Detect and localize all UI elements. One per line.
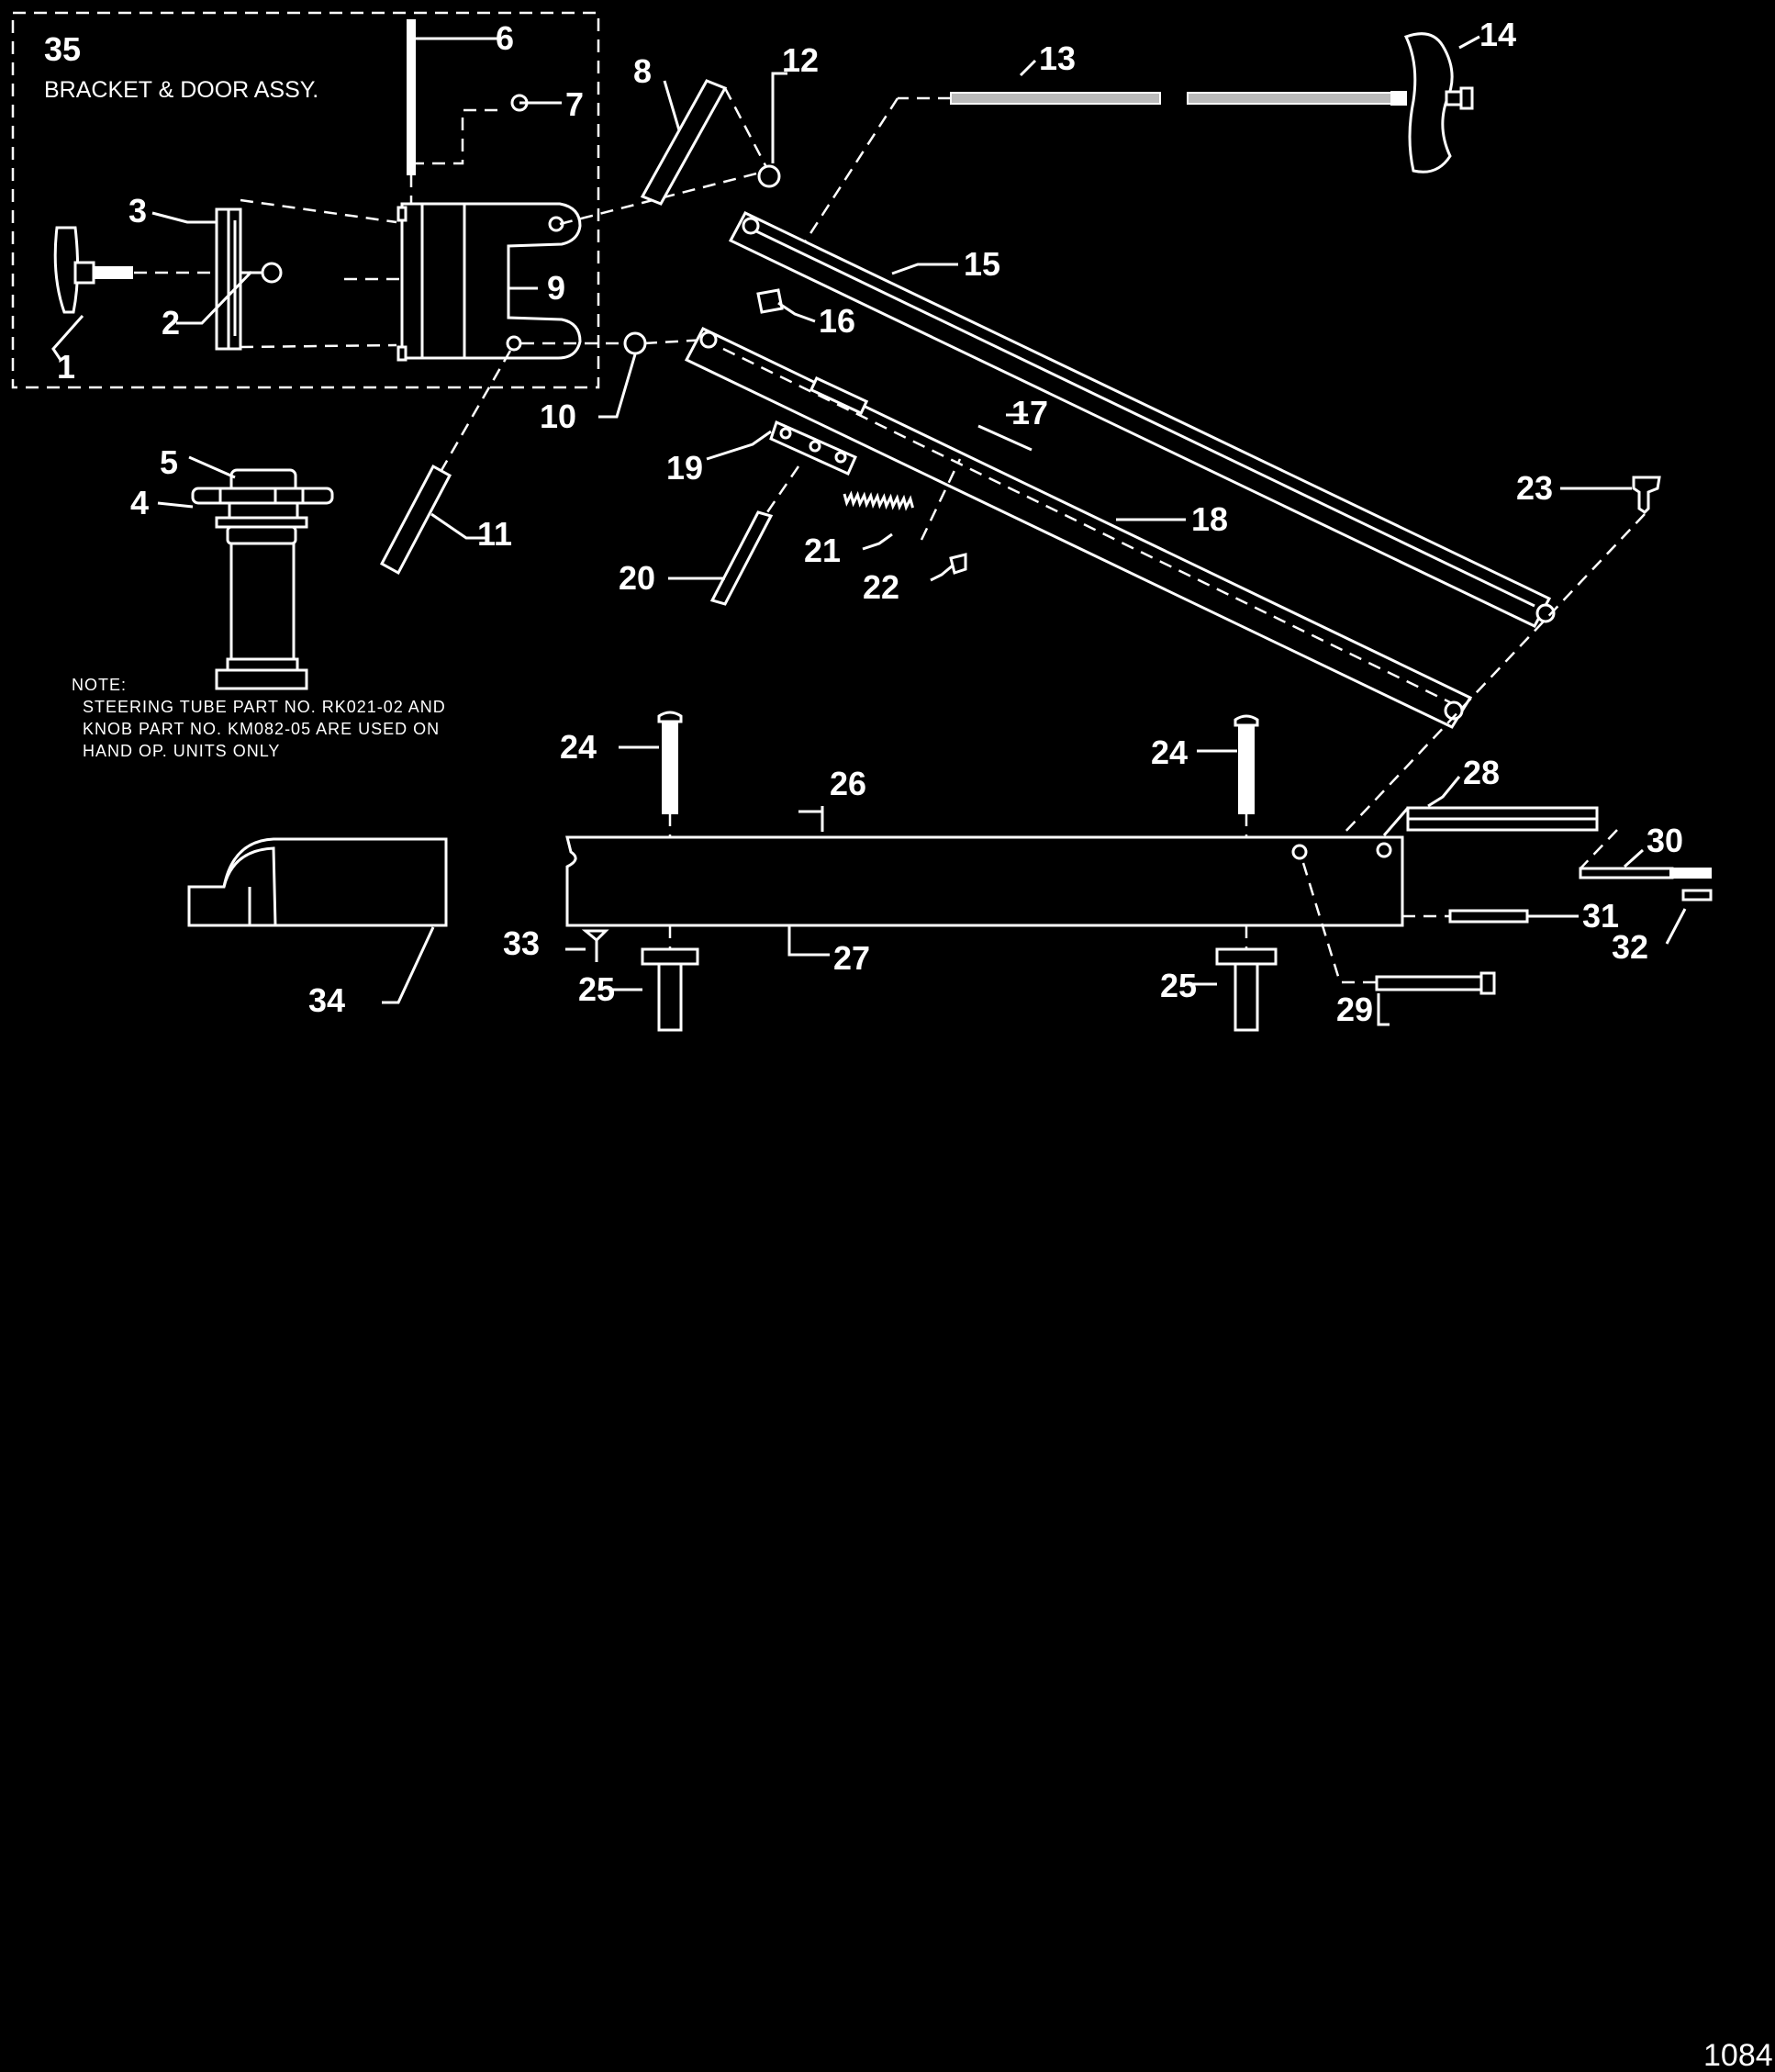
callout-19: 19	[666, 449, 703, 487]
callout-31: 31	[1582, 897, 1619, 935]
handle-part-14	[1390, 32, 1474, 174]
callout-21: 21	[804, 532, 841, 569]
nut-part-16	[756, 288, 784, 314]
spring-line-part-17	[977, 424, 1033, 452]
note-line-1: STEERING TUBE PART NO. RK021-02 AND	[83, 698, 446, 716]
callout-22: 22	[863, 568, 899, 606]
callout-1: 1	[57, 348, 75, 386]
callout-25-right: 25	[1160, 967, 1197, 1004]
callout-26: 26	[830, 765, 866, 802]
door-part	[396, 202, 582, 362]
pin-part	[407, 19, 416, 204]
callout-13: 13	[1039, 39, 1076, 77]
plate-part-28	[1382, 806, 1599, 836]
callout-24-right: 24	[1151, 734, 1188, 771]
note-block: NOTE: STEERING TUBE PART NO. RK021-02 AN…	[72, 676, 446, 760]
callout-30: 30	[1647, 822, 1683, 859]
inset-bracket-door-assembly: 35 BRACKET & DOOR ASSY.	[11, 11, 600, 389]
knob-part	[53, 226, 133, 314]
inset-number: 35	[44, 30, 81, 68]
callout-9: 9	[547, 269, 565, 307]
note-line-3: HAND OP. UNITS ONLY	[83, 742, 280, 760]
callout-17: 17	[1011, 394, 1048, 431]
callout-11: 11	[477, 515, 512, 553]
cover-part-34	[187, 837, 448, 927]
bracket-plate-part	[215, 207, 283, 351]
callout-2: 2	[162, 304, 180, 342]
leader-lines	[51, 35, 1687, 1026]
screw-part-22	[949, 553, 967, 575]
callout-29: 29	[1336, 991, 1373, 1028]
bolt-part-24-right	[1234, 714, 1259, 837]
bolt-part-24-left	[657, 711, 683, 837]
pin-part-11	[379, 350, 512, 576]
callout-10: 10	[540, 398, 576, 435]
inset-title: BRACKET & DOOR ASSY.	[44, 77, 318, 103]
callout-34: 34	[308, 981, 345, 1019]
callout-16: 16	[819, 302, 855, 340]
steering-tube-part	[191, 468, 334, 690]
note-line-2: KNOB PART NO. KM082-05 ARE USED ON	[83, 720, 440, 738]
callout-8: 8	[633, 52, 652, 90]
callout-5: 5	[160, 443, 178, 481]
pin-part-31	[1402, 909, 1529, 924]
arm-part-15	[728, 211, 1556, 628]
callout-12: 12	[782, 41, 819, 79]
pin-part-29	[1301, 862, 1496, 995]
pin-part-30	[1579, 829, 1712, 879]
callout-3: 3	[128, 192, 147, 230]
inset-border	[11, 11, 600, 389]
callout-4: 4	[130, 484, 149, 521]
clip-part	[411, 94, 529, 165]
screw-part-33	[581, 929, 609, 962]
callout-28: 28	[1463, 754, 1500, 791]
callout-33: 33	[503, 924, 540, 962]
washer-part-10	[623, 331, 647, 355]
cap-part-32	[1681, 889, 1713, 902]
cable-part-13	[787, 92, 1392, 267]
figure-number: 1084	[1703, 2038, 1773, 2072]
leg-part-25-left	[641, 925, 699, 1032]
callout-20: 20	[619, 559, 655, 597]
spring-part-21	[843, 458, 962, 541]
base-part-27	[565, 835, 1404, 927]
knob-part-23	[1312, 476, 1661, 868]
callout-24-left: 24	[560, 728, 597, 766]
callout-27: 27	[833, 939, 870, 977]
rod-part-20	[709, 465, 800, 606]
callout-14: 14	[1479, 16, 1516, 53]
arm-part-18	[684, 327, 1473, 729]
bracket-part-19	[769, 420, 857, 476]
note-heading: NOTE:	[72, 676, 127, 694]
callout-25-left: 25	[578, 970, 615, 1008]
callout-18: 18	[1191, 500, 1228, 538]
callout-labels: 1 2 3 4 5 6 7 8 9 10 11 12 13 14 15 16 1…	[57, 16, 1683, 1028]
callout-32: 32	[1612, 928, 1648, 966]
ball-part-12	[757, 164, 781, 188]
callout-7: 7	[565, 85, 584, 123]
callout-15: 15	[964, 245, 1000, 283]
callout-23: 23	[1516, 469, 1553, 507]
callout-6: 6	[496, 19, 514, 57]
rod-part-8	[640, 79, 769, 206]
leg-part-25-right	[1215, 925, 1278, 1032]
